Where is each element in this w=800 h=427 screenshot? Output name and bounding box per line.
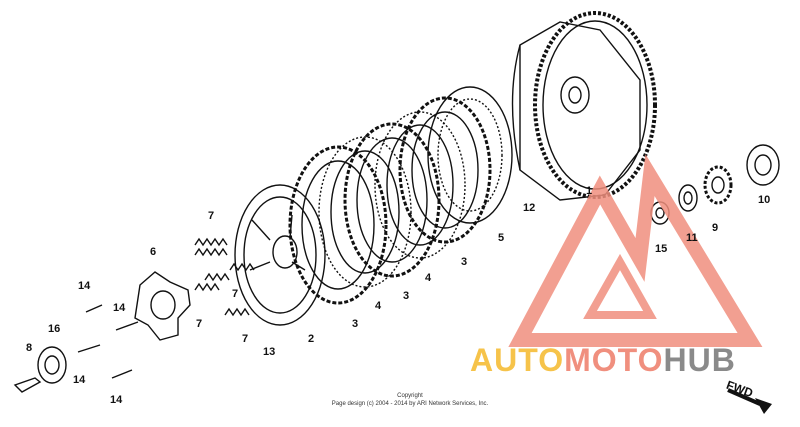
copyright-line-2: Page design (c) 2004 - 2014 by ARI Netwo… (331, 401, 489, 407)
part-label-13: 13 (263, 346, 276, 358)
washer (678, 184, 698, 212)
part-label-3: 3 (403, 290, 410, 302)
part-label-12: 12 (523, 202, 536, 214)
primary-gear (703, 165, 733, 205)
copyright-line-1: Copyright (397, 393, 423, 399)
part-label-14: 14 (78, 280, 91, 292)
part-label-7: 7 (208, 210, 215, 222)
part-label-14: 14 (113, 302, 126, 314)
pressure-plate (234, 184, 326, 326)
part-label-9: 9 (712, 222, 719, 234)
watermark-moto: MOTO (564, 342, 664, 378)
part-label-16: 16 (48, 323, 61, 335)
part-label-1: 1 (586, 185, 593, 197)
lifter-plate (134, 271, 191, 341)
part-label-3: 3 (461, 256, 468, 268)
part-label-4: 4 (375, 300, 382, 312)
part-label-5: 5 (498, 232, 505, 244)
clutch-plate-stack (288, 86, 513, 305)
part-label-10: 10 (758, 194, 771, 206)
part-label-8: 8 (26, 342, 33, 354)
part-label-14: 14 (110, 394, 123, 406)
part-label-7: 7 (196, 318, 203, 330)
part-label-14: 14 (73, 374, 86, 386)
bearing (37, 346, 67, 384)
part-label-3: 3 (352, 318, 359, 330)
lifter-pin (13, 377, 42, 393)
part-label-15: 15 (655, 243, 668, 255)
part-label-4: 4 (425, 272, 432, 284)
clutch-outer-housing (511, 11, 657, 201)
part-label-7: 7 (242, 333, 249, 345)
watermark-logo (508, 153, 763, 347)
watermark-auto: AUTO (470, 342, 565, 378)
watermark-text: AUTOMOTOHUB (470, 342, 736, 379)
collar (746, 144, 780, 186)
part-label-7: 7 (232, 288, 239, 300)
part-label-6: 6 (150, 246, 157, 258)
bolts (77, 304, 139, 379)
part-label-11: 11 (686, 232, 698, 244)
fwd-arrow-icon (727, 388, 772, 414)
part-label-2: 2 (308, 333, 315, 345)
watermark-hub: HUB (663, 342, 736, 378)
clutch-springs (194, 237, 255, 317)
